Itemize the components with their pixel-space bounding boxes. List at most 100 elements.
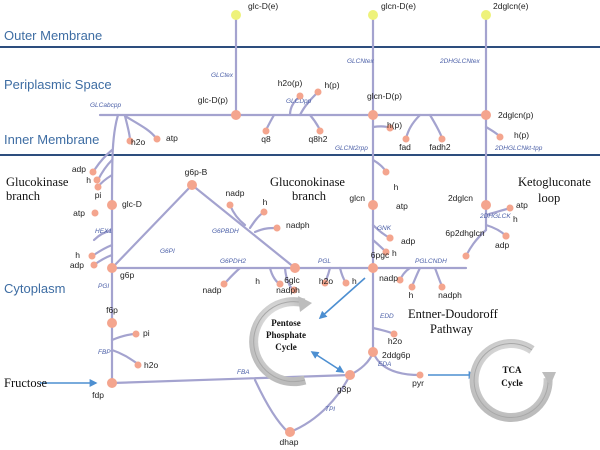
metabolite-label-nadph3: nadph: [438, 290, 462, 300]
metabolite-node-h1: [93, 176, 101, 184]
enzyme-fba: FBA: [237, 369, 250, 376]
metabolite-node-h2op: [296, 92, 304, 100]
metabolite-node-fadh2: [438, 135, 446, 143]
metabolite-label-h4: h: [394, 182, 399, 192]
cytoplasm-label: Cytoplasm: [4, 281, 65, 296]
ketogluconate-title-2: loop: [538, 191, 560, 205]
metabolite-node-g6p: [107, 263, 117, 273]
metabolite-node-p6p2: [462, 252, 470, 260]
metabolite-node-adp3: [386, 234, 394, 242]
metabolite-node-nadp2: [396, 276, 404, 284]
metabolite-node-nadph3: [438, 283, 446, 291]
enzyme-glcnt2rpp: GLCNt2rpp: [335, 145, 368, 152]
enzyme-pgi: PGI: [98, 283, 109, 290]
metabolite-label-hp2: h(p): [387, 120, 402, 130]
metabolite-node-nadph2: [290, 286, 298, 294]
enzyme-g6pdh2: G6PDH2: [220, 258, 246, 265]
metabolite-label-adp3: adp: [401, 236, 415, 246]
metabolite-node-pyr: [416, 371, 424, 379]
enzyme-g6pbdh: G6PBDH: [212, 228, 239, 235]
enzyme-eda: EDA: [378, 361, 391, 368]
metabolite-node-h8: [342, 279, 350, 287]
flux-arrows: [40, 277, 477, 387]
metabolite-node-atp1: [153, 135, 161, 143]
metabolite-node-fdp: [107, 378, 117, 388]
metabolite-node-dglcn: [481, 200, 491, 210]
metabolite-label-glcnDe: glcn-D(e): [381, 1, 416, 11]
metabolite-node-h9: [276, 280, 284, 288]
enzyme-g6pi: G6PI: [160, 248, 175, 255]
metabolite-label-nadp1: nadp: [226, 188, 245, 198]
metabolite-node-glcn: [368, 200, 378, 210]
metabolite-label-pi1: pi: [95, 190, 102, 200]
metabolite-node-h2o2: [321, 279, 329, 287]
metabolite-node-adp1: [89, 168, 97, 176]
metabolite-label-h2o1: h2o: [131, 137, 145, 147]
metabolite-node-q8: [262, 127, 270, 135]
metabolite-label-hp1: h(p): [324, 80, 339, 90]
metabolite-label-atp4: atp: [516, 200, 528, 210]
metabolite-label-h2o4: h2o: [388, 336, 402, 346]
metabolite-label-glcn: glcn: [349, 193, 365, 203]
metabolite-node-ddg6p: [368, 347, 378, 357]
enzyme-tpi: TPI: [325, 406, 335, 413]
metabolite-node-hp3: [496, 133, 504, 141]
metabolite-label-pgc6: 6pgc: [371, 250, 390, 260]
metabolite-label-f6p: f6p: [106, 305, 118, 315]
metabolite-node-atp2: [91, 209, 99, 217]
enzyme-glctex: GLCtex: [211, 72, 234, 79]
metabolite-label-glcDe: glc-D(e): [248, 1, 278, 11]
enzyme-fbp: FBP: [98, 349, 111, 356]
metabolite-node-pgc6: [368, 263, 378, 273]
periplasmic-space-label: Periplasmic Space: [4, 77, 112, 92]
metabolite-label-dhap: dhap: [280, 437, 299, 447]
metabolite-label-h2: h: [75, 250, 80, 260]
metabolite-label-nadph2: nadph: [276, 285, 300, 295]
metabolite-label-atp3: atp: [396, 201, 408, 211]
metabolite-label-fdp: fdp: [92, 390, 104, 400]
metabolite-label-ddg6p: 2ddg6p: [382, 350, 411, 360]
metabolite-label-h1: h: [86, 175, 91, 185]
metabolite-nodes: glc-D(e)glcn-D(e)2dglcn(e)h2o(p)h(p)glc-…: [70, 1, 534, 447]
enzyme-hex1: HEX1: [95, 228, 112, 235]
metabolite-node-nadph1: [273, 224, 281, 232]
metabolite-node-q8h2: [316, 127, 324, 135]
ed-title-2: Pathway: [430, 322, 474, 336]
tca-cycle: TCA Cycle: [469, 339, 556, 423]
metabolite-label-glc6: 6glc: [284, 275, 300, 285]
metabolite-node-h2o3: [134, 361, 142, 369]
metabolite-label-g6pB: g6p-B: [185, 167, 208, 177]
metabolite-label-glcnDp: glcn-D(p): [367, 91, 402, 101]
metabolite-label-h9: h: [255, 276, 260, 286]
metabolite-label-nadph1: nadph: [286, 220, 310, 230]
metabolite-label-g6p: g6p: [120, 270, 134, 280]
metabolite-label-pyr: pyr: [412, 378, 424, 388]
metabolite-label-adp1: adp: [72, 164, 86, 174]
metabolite-label-atp1: atp: [166, 133, 178, 143]
metabolite-label-atp2: atp: [73, 208, 85, 218]
metabolite-node-g3p: [345, 370, 355, 380]
metabolite-node-h2: [88, 252, 96, 260]
tca-label-2: Cycle: [501, 378, 523, 388]
metabolite-label-glcD: glc-D: [122, 199, 142, 209]
ppp-label-3: Cycle: [275, 342, 297, 352]
metabolite-label-dglcnp: 2dglcn(p): [498, 110, 534, 120]
glucokinase-title-1: Glucokinase: [6, 175, 69, 189]
metabolite-label-fad: fad: [399, 142, 411, 152]
inner-membrane-label: Inner Membrane: [4, 132, 99, 147]
enzyme-2dhglcntex: 2DHGLCNtex: [439, 58, 480, 65]
metabolite-node-adp4: [502, 232, 510, 240]
metabolite-node-h3: [260, 208, 268, 216]
metabolite-node-nadp1: [226, 201, 234, 209]
gluconokinase-title-2: branch: [292, 189, 327, 203]
ppp-label-1: Pentose: [271, 318, 301, 328]
metabolite-label-glcDp: glc-D(p): [198, 95, 228, 105]
metabolite-node-glc6: [290, 263, 300, 273]
metabolite-node-atp4: [506, 204, 514, 212]
metabolite-label-q8: q8: [261, 134, 271, 144]
metabolite-node-pi2: [132, 330, 140, 338]
metabolite-node-f6p: [107, 318, 117, 328]
metabolite-label-dglcn: 2dglcn: [448, 193, 473, 203]
metabolite-node-h5: [382, 248, 390, 256]
